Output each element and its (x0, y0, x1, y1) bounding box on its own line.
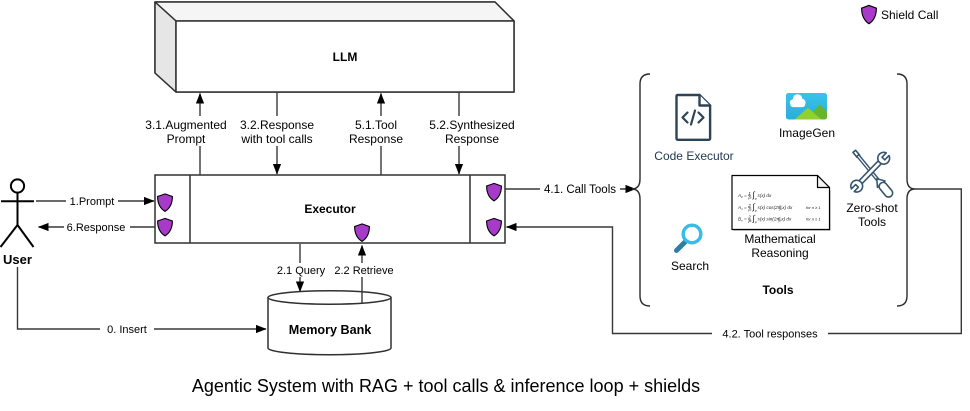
svg-text:Response: Response (445, 132, 499, 146)
svg-text:B: B (738, 217, 741, 222)
svg-text:P: P (755, 209, 757, 213)
svg-text:P: P (748, 208, 752, 213)
svg-text:s(x) dx: s(x) dx (758, 193, 772, 198)
svg-text:Reasoning: Reasoning (751, 246, 808, 260)
svg-text:0. Insert: 0. Insert (107, 324, 147, 336)
svg-text:n: n (741, 207, 743, 211)
svg-text:P: P (755, 220, 757, 224)
svg-text:2: 2 (747, 214, 751, 219)
svg-text:Mathematical: Mathematical (744, 232, 815, 246)
svg-text:0: 0 (741, 195, 743, 199)
svg-text:P: P (780, 208, 783, 212)
svg-text:=: = (744, 193, 747, 198)
svg-text:4.2. Tool responses: 4.2. Tool responses (722, 329, 818, 341)
svg-text:Response: Response (349, 132, 403, 146)
svg-text:x) dx: x) dx (780, 217, 792, 222)
svg-text:LLM: LLM (333, 50, 358, 64)
svg-text:Tools: Tools (858, 215, 886, 229)
svg-text:2.2 Retrieve: 2.2 Retrieve (334, 265, 393, 277)
svg-text:6.Response: 6.Response (67, 222, 126, 234)
svg-text:P: P (779, 219, 782, 223)
svg-text:Search: Search (671, 259, 709, 273)
svg-text:x) dx: x) dx (781, 205, 793, 210)
svg-text:Tools: Tools (762, 283, 793, 297)
svg-text:5.1.Tool: 5.1.Tool (355, 118, 397, 132)
svg-text:Prompt: Prompt (167, 132, 206, 146)
svg-text:Memory Bank: Memory Bank (289, 323, 373, 337)
svg-text:for n ≥ 1: for n ≥ 1 (806, 205, 821, 210)
svg-text:3.2.Response: 3.2.Response (240, 118, 314, 132)
svg-text:with tool calls: with tool calls (240, 132, 312, 146)
svg-text:s(x) cos(2π: s(x) cos(2π (758, 205, 782, 210)
svg-text:User: User (3, 252, 32, 267)
svg-text:s(x) sin(2π: s(x) sin(2π (758, 217, 781, 222)
svg-text:ImageGen: ImageGen (779, 126, 835, 140)
svg-text:n: n (779, 216, 781, 220)
svg-text:n: n (741, 219, 743, 223)
svg-text:A: A (737, 205, 741, 210)
svg-text:Executor: Executor (304, 202, 356, 216)
svg-text:5.2.Synthesized: 5.2.Synthesized (429, 118, 514, 132)
svg-text:A: A (737, 193, 741, 198)
svg-text:∫: ∫ (752, 190, 756, 200)
svg-text:1.Prompt: 1.Prompt (70, 196, 115, 208)
svg-text:2.1 Query: 2.1 Query (277, 265, 326, 277)
svg-text:P: P (755, 197, 757, 201)
svg-text:=: = (744, 217, 747, 222)
svg-text:Zero-shot: Zero-shot (846, 201, 898, 215)
svg-text:∫: ∫ (752, 213, 756, 223)
svg-text:3.1.Augmented: 3.1.Augmented (145, 118, 226, 132)
svg-text:Shield Call: Shield Call (881, 8, 938, 22)
svg-text:∫: ∫ (752, 202, 756, 212)
svg-text:Code Executor: Code Executor (654, 149, 733, 163)
svg-text:4.1. Call Tools: 4.1. Call Tools (544, 184, 616, 196)
svg-text:for n ≥ 1: for n ≥ 1 (806, 217, 821, 222)
svg-text:P: P (748, 219, 752, 224)
svg-text:n: n (780, 204, 782, 208)
svg-text:1: 1 (748, 191, 751, 196)
svg-text:P: P (748, 196, 752, 201)
svg-text:=: = (744, 205, 747, 210)
svg-text:2: 2 (747, 203, 751, 208)
svg-text:Agentic System with RAG + tool: Agentic System with RAG + tool calls & i… (192, 376, 700, 396)
